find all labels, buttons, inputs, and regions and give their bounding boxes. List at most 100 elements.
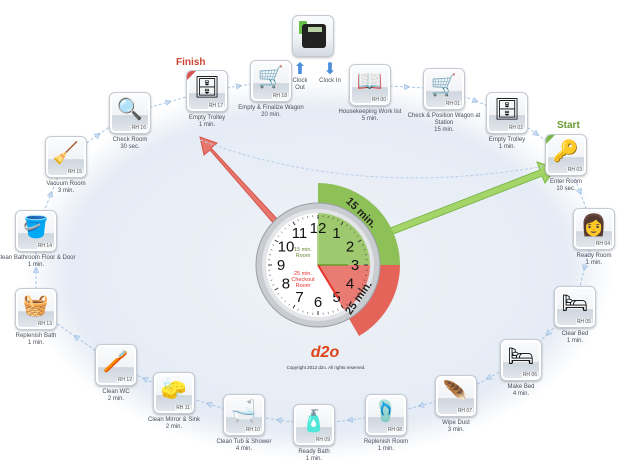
step-name: Empty Trolley [488, 137, 526, 143]
flow-segment [50, 156, 67, 195]
step-tile[interactable]: 🩴RH 08 [365, 394, 407, 436]
step-tile[interactable]: 🛁RH 10 [223, 394, 265, 436]
step-time: 30 sec. [120, 144, 140, 150]
step-code: RH 16 [130, 125, 147, 131]
clock-tick [357, 239, 362, 243]
step-tile[interactable]: 🪶 RH 07 [435, 375, 477, 417]
step-code: RH 02 [507, 125, 524, 131]
step-time: 15 min. [434, 127, 454, 133]
step-tile[interactable]: 🗄RH 17 [186, 70, 228, 112]
clock-number: 5 [332, 289, 340, 306]
step-code: RH 12 [116, 377, 133, 383]
step-tile[interactable]: 📖 RH 00 [349, 64, 391, 106]
wagon-icon: 🛒 [257, 66, 285, 89]
bucket-icon: 🪣 [22, 216, 50, 239]
clock-tick [284, 300, 287, 303]
clock-number: 8 [282, 276, 290, 293]
clock-tick [337, 308, 339, 311]
key-icon: 🔑 [552, 140, 580, 163]
step-name: Enter Room [549, 179, 582, 185]
step-tile[interactable]: 🛒RH 01 [423, 68, 465, 110]
step-tile[interactable]: 🛏RH 05 [554, 286, 596, 328]
step-tile[interactable]: 🧹RH 15 [45, 136, 87, 178]
step-time: 1 min. [566, 338, 584, 344]
clock-in[interactable]: ⬇ Clock In [318, 62, 342, 85]
clock-tick [274, 287, 279, 291]
step-code: RH 07 [456, 408, 473, 414]
step-tile[interactable]: 🗄RH 02 [486, 92, 528, 134]
clock-tick [297, 308, 299, 311]
time-clock-phone[interactable] [292, 15, 334, 57]
step-tile[interactable]: 🧽 RH 11 [153, 372, 195, 414]
clock-tick [288, 303, 290, 306]
step-tile[interactable]: 🛒RH 18 [250, 60, 292, 102]
finish-arrow [199, 136, 281, 226]
clock-number: 1 [332, 225, 340, 242]
clock-number: 9 [277, 257, 285, 274]
step-time: 4 min. [235, 446, 253, 452]
step-tile[interactable]: 🧺RH 13 [15, 288, 57, 330]
flow-arrow [76, 337, 117, 366]
step-name: Check Room [112, 137, 148, 143]
step-name: Clean Mirror & Sink [147, 417, 200, 423]
clock-in-label: Clock In [319, 78, 341, 84]
step-tile[interactable]: 🪣RH 14 [15, 210, 57, 252]
clock-number: 11 [292, 225, 308, 242]
face-25-line1: 25 min. [293, 271, 313, 277]
step-code: RH 00 [370, 97, 387, 103]
step-tile[interactable]: 🔑RH 03 [545, 134, 587, 176]
duster-icon: 🪶 [442, 381, 470, 404]
toilet-brush-icon: 🪥 [102, 350, 130, 373]
step-tile[interactable]: 🔍RH 16 [109, 92, 151, 134]
step-code: RH 15 [66, 169, 83, 175]
clock-tick [353, 296, 356, 299]
step-tile[interactable]: 🧴RH 09 [293, 404, 335, 446]
maid-icon: 👩 [580, 214, 608, 237]
clock-tick [349, 300, 352, 303]
step-tile[interactable]: 🛏RH 06 [500, 339, 542, 381]
step-tile[interactable]: 👩RH 04 [573, 208, 615, 250]
step-code: RH 11 [175, 405, 191, 411]
clock-tick [332, 310, 334, 313]
step-time: 1 min. [198, 122, 216, 128]
step-time: 20 min. [261, 112, 281, 118]
step-tile[interactable]: 🪥 RH 12 [95, 344, 137, 386]
step-code: RH 01 [444, 101, 461, 107]
clock-tick [349, 227, 352, 230]
notebook-icon: 📖 [356, 70, 384, 93]
checkout-sector-inner [318, 265, 371, 311]
step-time: 1 min. [305, 456, 323, 462]
squeegee-icon: 🧽 [160, 378, 188, 401]
step-name: Clean WC [102, 389, 130, 395]
step-name: Empty Trolley [188, 115, 226, 121]
clock-tick [356, 235, 359, 237]
clock-out[interactable]: ⬆ Clock Out [288, 62, 312, 92]
